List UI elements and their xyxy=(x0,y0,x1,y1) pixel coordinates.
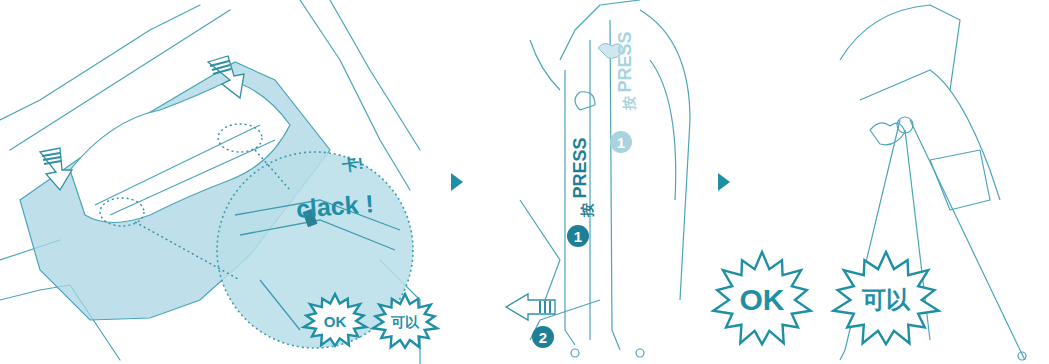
press-text: 按 xyxy=(622,96,636,110)
press-text: PRESS xyxy=(615,31,633,92)
callout-number: 1 xyxy=(617,135,625,150)
leader-line xyxy=(135,150,290,280)
folded-chair xyxy=(520,0,690,357)
ok-burst: OK xyxy=(303,294,367,348)
starburst-outline xyxy=(304,294,366,346)
seat-cushion xyxy=(70,80,290,223)
step-arrow xyxy=(718,173,730,191)
step-number: 1 xyxy=(567,225,589,247)
step-number: 1 xyxy=(610,131,632,153)
detail-ring xyxy=(218,124,262,152)
node-text: OK xyxy=(324,314,347,329)
seat-bar xyxy=(95,125,275,215)
push-arrow xyxy=(208,56,244,98)
node-text: OK xyxy=(740,285,785,315)
ok-burst: 可以 xyxy=(832,252,940,348)
starburst-outline xyxy=(833,252,938,344)
node-text: 可以 xyxy=(391,315,419,329)
sound-text: clack ! xyxy=(295,191,374,221)
pull-arrow xyxy=(506,294,555,320)
starburst-outline xyxy=(713,252,810,344)
starburst-outline xyxy=(373,294,437,348)
ok-burst: OK xyxy=(712,252,812,348)
frame-line xyxy=(330,0,420,150)
sound-text: 卡! xyxy=(340,156,363,175)
step-number: 2 xyxy=(532,326,554,348)
press-text: 按 xyxy=(580,203,594,217)
callout-number: 1 xyxy=(574,229,582,244)
node-text: 可以 xyxy=(862,288,910,312)
press-text: PRESS xyxy=(570,137,588,198)
detail-ring xyxy=(100,198,144,226)
step-arrow xyxy=(451,173,463,191)
callout-number: 2 xyxy=(539,330,547,345)
push-arrow xyxy=(40,148,72,190)
ok-burst: 可以 xyxy=(372,294,438,350)
